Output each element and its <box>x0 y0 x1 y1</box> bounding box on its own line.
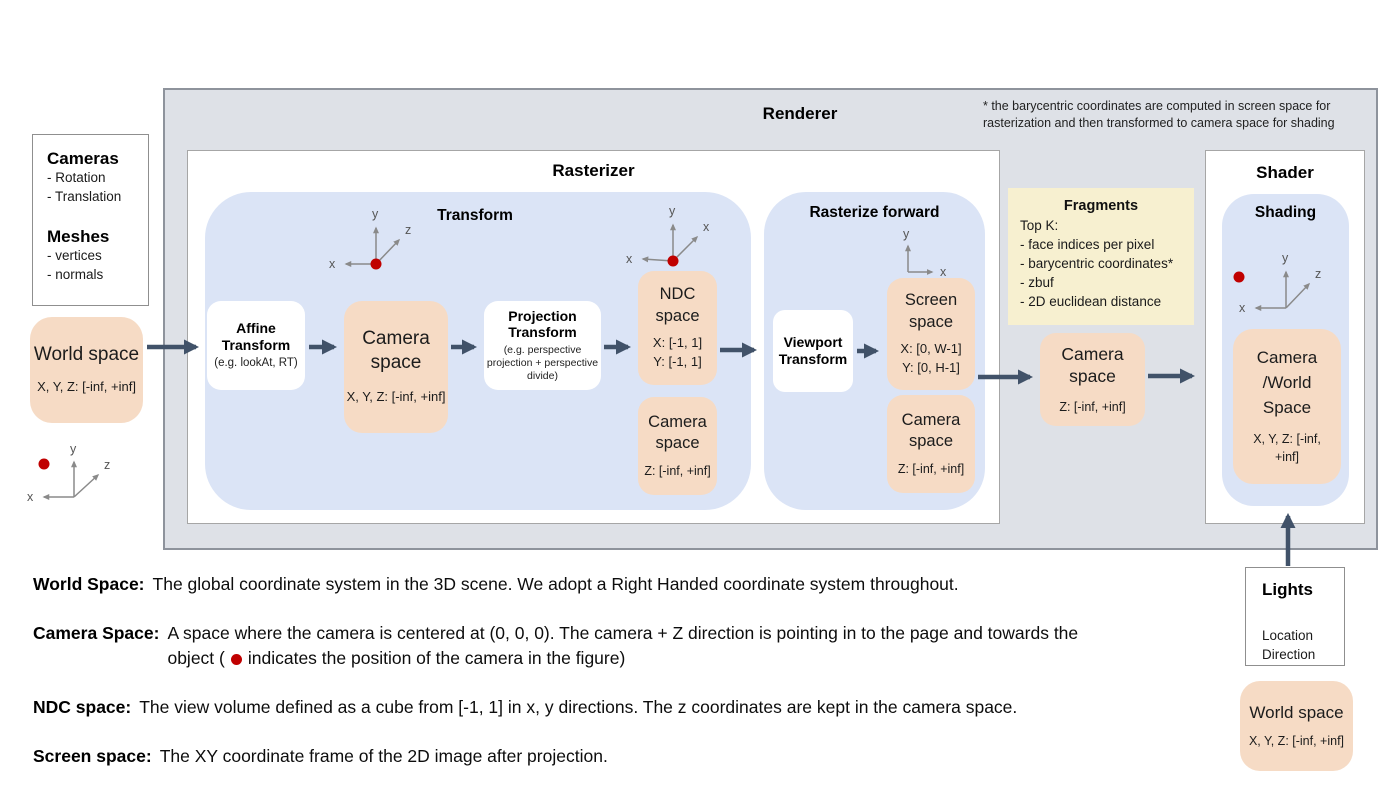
affine-transform-title: Affine Transform <box>221 320 291 353</box>
definition-world-space: World Space: The global coordinate syste… <box>33 572 1373 597</box>
definition-term: Screen space: <box>33 746 152 766</box>
projection-transform-box: Projection Transform (e.g. perspective p… <box>484 301 601 390</box>
definition-term: World Space: <box>33 574 145 594</box>
lights-item: Location <box>1262 628 1314 643</box>
lights-world-space-title: World space <box>1249 702 1344 722</box>
ndc-camera-space-range: Z: [-inf, +inf] <box>644 464 711 479</box>
screen-range-y: Y: [0, H-1] <box>902 359 960 375</box>
definition-text: A space where the camera is centered at … <box>167 623 1079 669</box>
camera-space-range: X, Y, Z: [-inf, +inf] <box>346 388 446 404</box>
input-world-space-box: World space X, Y, Z: [-inf, +inf] <box>30 317 143 423</box>
definition-camera-space: Camera Space: A space where the camera i… <box>33 621 1373 672</box>
axis-label: z <box>104 458 110 472</box>
output-camera-space-range: Z: [-inf, +inf] <box>1059 400 1126 415</box>
forward-camera-space-title: Camera space <box>901 410 961 450</box>
affine-transform-box: Affine Transform (e.g. lookAt, RT) <box>207 301 305 390</box>
ndc-range-x: X: [-1, 1] <box>652 335 703 351</box>
camera-space-title: Camera space <box>362 328 430 374</box>
renderer-title: Renderer <box>762 104 838 123</box>
input-world-space-title: World space <box>33 343 140 365</box>
forward-camera-space-range: Z: [-inf, +inf] <box>897 462 965 477</box>
rasterizer-title: Rasterizer <box>552 161 635 180</box>
ndc-range-y: Y: [-1, 1] <box>653 353 702 369</box>
axis-label: y <box>70 442 77 456</box>
screen-space-title: Screen space <box>904 291 958 331</box>
output-camera-space-title: Camera space <box>1061 343 1124 387</box>
definition-term: Camera Space: <box>33 623 160 643</box>
shading-title: Shading <box>1254 204 1317 221</box>
affine-transform-subtitle: (e.g. lookAt, RT) <box>214 357 298 370</box>
definition-text: The view volume defined as a cube from [… <box>139 697 1018 717</box>
input-world-space-range: X, Y, Z: [-inf, +inf] <box>37 379 136 395</box>
fragments-line: - face indices per pixel <box>1020 236 1155 252</box>
cameras-item: - Translation <box>47 188 122 204</box>
transform-title: Transform <box>437 207 513 224</box>
viewport-transform-title: Viewport Transform <box>778 334 848 367</box>
lights-title: Lights <box>1262 580 1313 599</box>
meshes-item: - vertices <box>47 247 102 263</box>
camera-space-box: Camera space X, Y, Z: [-inf, +inf] <box>344 301 448 433</box>
lights-item: Direction <box>1262 646 1316 662</box>
camera-position-dot <box>38 458 50 470</box>
world-axes <box>42 460 100 500</box>
ndc-camera-space-title: Camera space <box>648 412 707 452</box>
output-camera-space-box: Camera space Z: [-inf, +inf] <box>1040 333 1145 426</box>
rasterize-forward-title: Rasterize forward <box>809 204 940 221</box>
shader-title: Shader <box>1256 163 1314 182</box>
camera-world-space-title: Camera /World Space <box>1256 348 1318 417</box>
definition-text: The global coordinate system in the 3D s… <box>152 574 959 594</box>
viewport-transform-box: Viewport Transform <box>773 310 853 392</box>
fragments-line: - zbuf <box>1020 274 1054 290</box>
camera-world-space-box: Camera /World Space X, Y, Z: [-inf, +inf… <box>1233 329 1341 484</box>
lights-world-space-box: World space X, Y, Z: [-inf, +inf] <box>1240 681 1353 771</box>
axis-label: x <box>27 490 34 504</box>
lights-world-space-range: X, Y, Z: [-inf, +inf] <box>1248 733 1345 748</box>
screen-range-x: X: [0, W-1] <box>900 341 962 357</box>
fragments-line: - 2D euclidean distance <box>1020 293 1162 309</box>
cameras-title: Cameras <box>47 149 119 168</box>
barycentric-note: * the barycentric coordinates are comput… <box>983 99 1335 131</box>
ndc-camera-space-box: Camera space Z: [-inf, +inf] <box>638 397 717 495</box>
ndc-space-box: NDC space X: [-1, 1] Y: [-1, 1] <box>638 271 717 385</box>
ndc-space-title: NDC space <box>655 285 700 325</box>
fragments-topk: Top K: <box>1020 218 1059 233</box>
projection-transform-subtitle: (e.g. perspective projection + perspecti… <box>486 343 599 383</box>
cameras-meshes-box: Cameras - Rotation - Translation Meshes … <box>32 134 149 306</box>
definition-term: NDC space: <box>33 697 132 717</box>
fragments-title: Fragments <box>1063 198 1139 214</box>
camera-position-dot <box>230 654 242 666</box>
screen-space-box: Screen space X: [0, W-1] Y: [0, H-1] <box>887 278 975 390</box>
fragments-box: Fragments Top K: - face indices per pixe… <box>1008 188 1194 325</box>
fragments-line: - barycentric coordinates* <box>1020 255 1174 271</box>
meshes-item: - normals <box>47 266 104 282</box>
projection-transform-title: Projection Transform <box>508 307 577 341</box>
definition-text: The XY coordinate frame of the 2D image … <box>159 746 608 766</box>
meshes-title: Meshes <box>47 226 110 246</box>
definition-ndc-space: NDC space: The view volume defined as a … <box>33 695 1373 720</box>
cameras-item: - Rotation <box>47 170 106 185</box>
camera-world-space-range: X, Y, Z: [-inf, +inf] <box>1253 432 1321 465</box>
definition-text: indicates the position of the camera in … <box>247 648 626 669</box>
lights-box: Lights Location Direction <box>1245 567 1345 666</box>
forward-camera-space-box: Camera space Z: [-inf, +inf] <box>887 395 975 493</box>
definition-screen-space: Screen space: The XY coordinate frame of… <box>33 744 1373 769</box>
